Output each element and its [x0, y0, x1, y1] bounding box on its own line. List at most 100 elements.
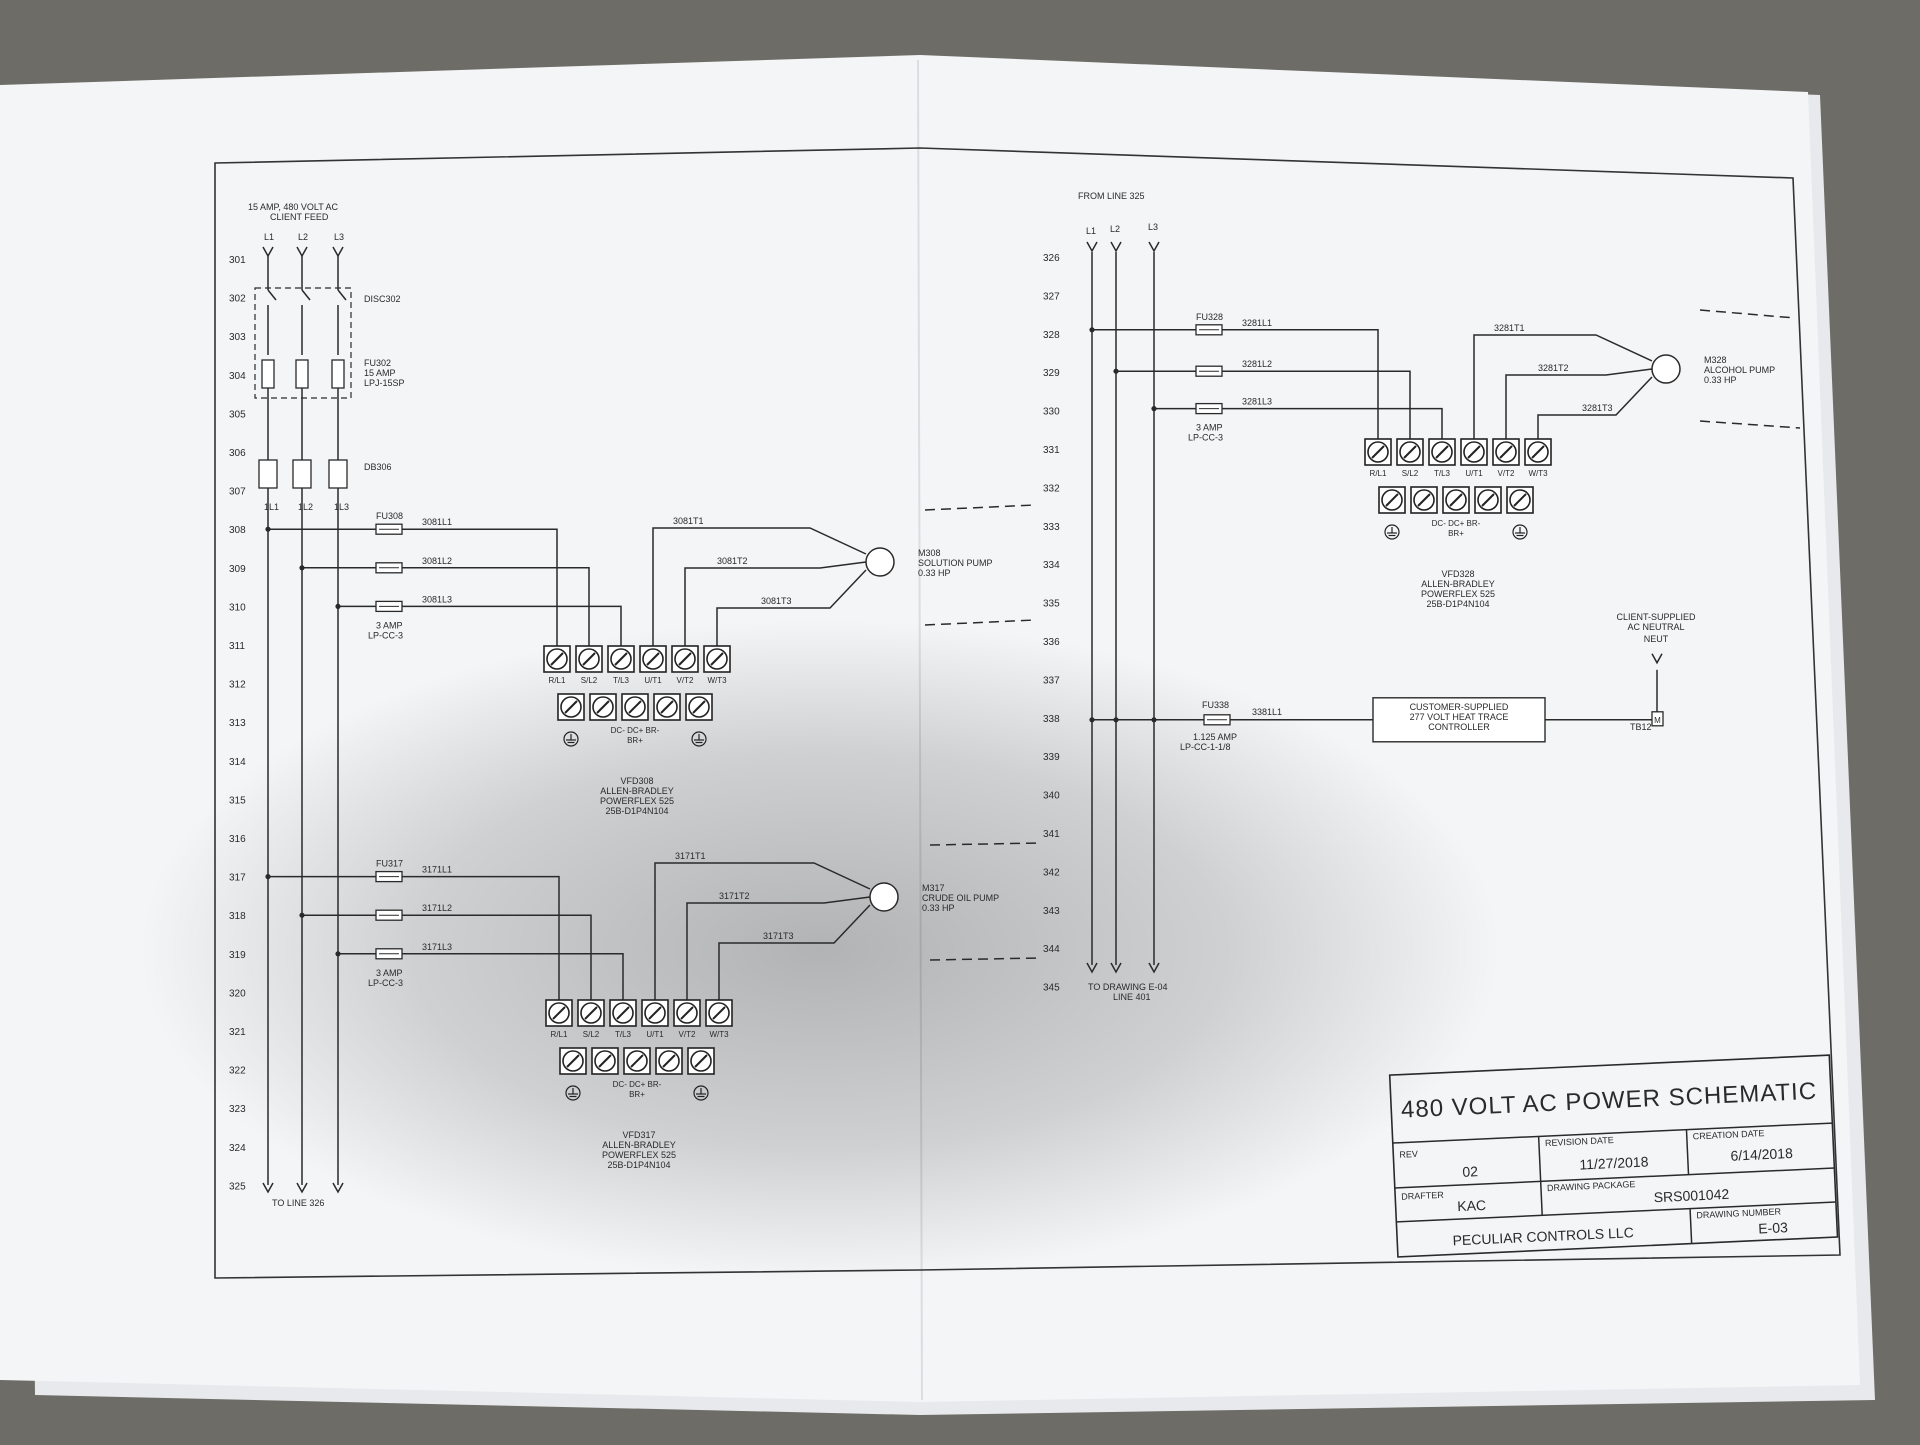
- vfd-label: POWERFLEX 525: [1421, 589, 1495, 599]
- wire: [402, 914, 592, 1000]
- line-number: 338: [1043, 714, 1060, 725]
- vfd-terminal-label: S/L2: [581, 676, 598, 685]
- vfd-power-terminal: [703, 645, 731, 673]
- wire-label: 3281L1: [1242, 318, 1272, 328]
- vfd-power-terminal: [543, 645, 571, 673]
- vfd-label: 25B-D1P4N104: [1426, 599, 1489, 609]
- distribution-block-label: DB306: [364, 462, 392, 472]
- bus-label: 1L2: [298, 502, 313, 512]
- vfd-label: ALLEN-BRADLEY: [1421, 579, 1495, 589]
- junction-dot: [299, 912, 305, 918]
- title-field-label: REVISION DATE: [1545, 1135, 1614, 1148]
- vfd-power-terminal: [1396, 438, 1424, 466]
- drawing-border: [214, 147, 1841, 1279]
- vfd-label: VFD317: [622, 1130, 655, 1140]
- wire-label: 3171L1: [422, 865, 452, 875]
- fuse-block-label: LPJ-15SP: [364, 378, 405, 388]
- title-divider: [1537, 1136, 1543, 1216]
- heat-trace-controller: [1372, 697, 1546, 743]
- line-number: 336: [1043, 637, 1060, 648]
- vfd-power-terminal: [641, 999, 669, 1027]
- vfd-power-terminal: [1524, 438, 1552, 466]
- wire-label: 3081L3: [422, 594, 452, 604]
- wire: [1473, 334, 1653, 439]
- vfd-terminal-label: T/L3: [613, 676, 630, 685]
- distribution-block-cell: [328, 459, 348, 489]
- line-number: 339: [1043, 752, 1060, 763]
- vfd-power-terminal: [575, 645, 603, 673]
- wire-label: 3281T2: [1538, 363, 1569, 373]
- vfd-label: VFD308: [620, 776, 653, 786]
- vfd-terminal-label: W/T3: [1528, 469, 1548, 478]
- line-number: 340: [1043, 791, 1060, 802]
- line-number: 321: [229, 1027, 246, 1038]
- vfd-power-terminal: [607, 645, 635, 673]
- wire: [1537, 376, 1653, 439]
- vfd-dc-terminal: [1378, 486, 1406, 514]
- motor-label: 0.33 HP: [922, 903, 955, 913]
- vfd-dc-terminal: [557, 693, 585, 721]
- fuse-rating: LP-CC-3: [368, 978, 403, 988]
- motor-label: 0.33 HP: [1704, 375, 1737, 385]
- continuation-dash: [924, 504, 1036, 511]
- controller-label: CONTROLLER: [1428, 722, 1490, 732]
- vfd-terminal-label: S/L2: [1402, 469, 1419, 478]
- fuse-rating: 3 AMP: [376, 968, 403, 978]
- line-number: 305: [229, 409, 246, 420]
- line-number: 312: [229, 680, 246, 691]
- continuation-label: FROM LINE 325: [1078, 191, 1145, 201]
- continuation-label: LINE 401: [1113, 992, 1151, 1002]
- wire-label: 3281L3: [1242, 397, 1272, 407]
- line-number: 316: [229, 834, 246, 845]
- continuation-label: TO DRAWING E-04: [1088, 982, 1168, 992]
- line-number: 311: [229, 641, 245, 652]
- wire-label: 3081L1: [422, 517, 452, 527]
- motor-symbol: [869, 882, 899, 912]
- vfd-dc-terminal: [1474, 486, 1502, 514]
- title-divider: [1394, 1167, 1835, 1189]
- disconnect-enclosure: [254, 287, 352, 399]
- wire-label: 3171T2: [719, 891, 750, 901]
- vfd-terminal-label: U/T1: [644, 676, 662, 685]
- neutral-label: CLIENT-SUPPLIED: [1616, 612, 1696, 622]
- phase-label: L1: [264, 232, 274, 242]
- vfd-terminal-label: W/T3: [709, 1030, 729, 1039]
- fuse-rating: 1.125 AMP: [1193, 732, 1237, 742]
- vfd-label: ALLEN-BRADLEY: [602, 1140, 676, 1150]
- wire-label: 3281T1: [1494, 323, 1525, 333]
- drafter-value: KAC: [1457, 1197, 1486, 1214]
- title-field-label: CREATION DATE: [1693, 1128, 1765, 1141]
- line-number: 332: [1043, 483, 1060, 494]
- title-divider: [1685, 1129, 1690, 1175]
- motor-symbol: [1651, 354, 1681, 384]
- title-divider: [1392, 1122, 1833, 1144]
- title-field-label: DRAWING NUMBER: [1696, 1206, 1782, 1220]
- vfd-dc-terminal: [1506, 486, 1534, 514]
- junction-dot: [335, 951, 341, 957]
- line-number: 322: [229, 1066, 246, 1077]
- vfd-dc-label: DC- DC+ BR-: [611, 726, 660, 735]
- fuse-rating: LP-CC-1-1/8: [1180, 742, 1231, 752]
- arrow-down-icon: [332, 1182, 344, 1194]
- wire: [686, 896, 871, 1000]
- vfd-dc-terminal: [1442, 486, 1470, 514]
- vfd-terminal-label: R/L1: [551, 1030, 568, 1039]
- vfd-dc-terminal: [589, 693, 617, 721]
- wire-label: 3171L3: [422, 942, 452, 952]
- junction-dot: [335, 603, 341, 610]
- vfd-label: VFD328: [1441, 569, 1474, 579]
- vfd-power-terminal: [577, 999, 605, 1027]
- vfd-power-terminal: [1492, 438, 1520, 466]
- arrow-down-icon: [1110, 962, 1122, 974]
- vfd-power-terminal: [639, 645, 667, 673]
- fuse-rating: LP-CC-3: [368, 630, 403, 640]
- motor-symbol: [865, 547, 895, 577]
- vfd-dc-terminal: [621, 693, 649, 721]
- creation-date-value: 6/14/2018: [1730, 1145, 1793, 1164]
- revision-date-value: 11/27/2018: [1579, 1153, 1649, 1172]
- vfd-dc-label: DC- DC+ BR-: [1432, 519, 1481, 528]
- line-number: 302: [229, 294, 246, 305]
- arrow-in-icon: [1651, 653, 1663, 665]
- switch-blade: [337, 289, 347, 301]
